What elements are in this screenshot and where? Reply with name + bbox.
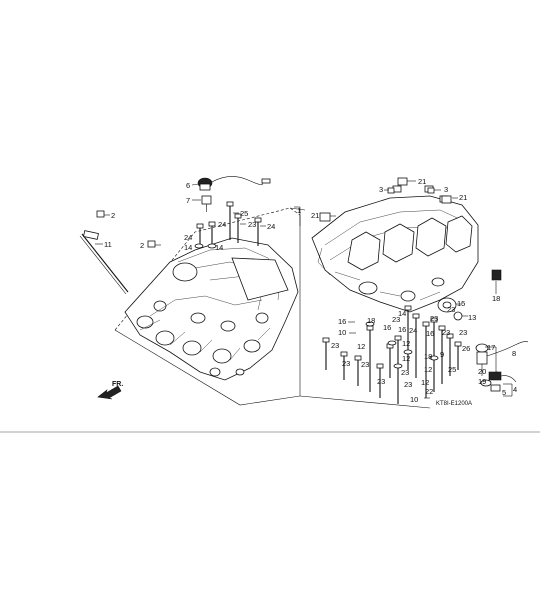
callout-layer: 6 7 2 2 11 25 24 23 24 24 14 14 1 21 21 … <box>104 177 517 404</box>
callout-11: 11 <box>104 240 112 249</box>
crankcase-bolt-field <box>322 305 462 404</box>
callout-16: 16 <box>383 323 391 332</box>
neutral-switch-assembly <box>475 341 529 392</box>
callout-23: 23 <box>361 360 369 369</box>
diagram-code: KT8I-E1200A <box>436 401 472 407</box>
callout-16: 16 <box>398 325 406 334</box>
front-direction-label: FR. <box>112 381 123 388</box>
oil-pressure-switch <box>197 176 271 212</box>
callout-12: 12 <box>421 378 429 387</box>
leader-lines <box>95 180 513 399</box>
dowel-pins <box>96 210 156 248</box>
callout-3: 3 <box>444 185 448 194</box>
callout-25: 25 <box>240 209 248 218</box>
callout-1: 1 <box>297 206 301 215</box>
callout-10: 10 <box>338 328 346 337</box>
callout-24: 24 <box>218 220 226 229</box>
callout-12: 12 <box>402 354 410 363</box>
callout-8: 8 <box>512 349 516 358</box>
callout-13: 13 <box>468 313 476 322</box>
right-side-fittings <box>437 269 502 321</box>
callout-12: 12 <box>402 339 410 348</box>
upper-crankcase-half <box>311 185 479 313</box>
callout-7: 7 <box>186 196 190 205</box>
callout-9: 9 <box>440 350 444 359</box>
callout-21: 21 <box>311 211 319 220</box>
callout-12: 12 <box>357 342 365 351</box>
callout-23: 23 <box>248 220 256 229</box>
callout-18: 18 <box>367 316 375 325</box>
callout-16: 16 <box>426 329 434 338</box>
callout-23: 23 <box>459 328 467 337</box>
callout-24: 24 <box>184 233 192 242</box>
oil-dipstick <box>79 230 129 295</box>
callout-25: 25 <box>448 365 456 374</box>
lower-crankcase-half <box>124 237 299 381</box>
callout-17: 17 <box>487 343 495 352</box>
callout-10: 10 <box>410 395 418 404</box>
callout-24: 24 <box>409 326 417 335</box>
front-arrow-icon <box>97 385 122 400</box>
front-direction-indicator: FR. <box>97 381 123 400</box>
callout-15: 15 <box>457 299 465 308</box>
callout-20: 20 <box>478 367 486 376</box>
callout-18: 18 <box>424 352 432 361</box>
callout-12: 12 <box>424 365 432 374</box>
callout-23: 23 <box>331 341 339 350</box>
callout-23: 23 <box>392 315 400 324</box>
callout-23: 23 <box>342 359 350 368</box>
callout-23: 23 <box>442 328 450 337</box>
callout-23: 23 <box>401 368 409 377</box>
callout-23: 23 <box>447 305 455 314</box>
callout-14: 14 <box>184 243 192 252</box>
callout-14: 14 <box>215 243 223 252</box>
callout-26: 26 <box>462 344 470 353</box>
callout-6: 6 <box>186 181 190 190</box>
callout-23: 23 <box>377 377 385 386</box>
callout-16: 16 <box>338 317 346 326</box>
callout-21: 21 <box>418 177 426 186</box>
upper-case-fittings <box>319 177 452 222</box>
callout-21: 21 <box>459 193 467 202</box>
callout-14: 14 <box>398 309 406 318</box>
callout-2: 2 <box>111 211 115 220</box>
assembly-outline <box>114 207 431 409</box>
callout-23: 23 <box>430 314 438 323</box>
callout-19: 19 <box>478 377 486 386</box>
callout-22: 22 <box>425 387 433 396</box>
callout-18: 18 <box>492 294 500 303</box>
lower-case-bolts <box>194 201 262 249</box>
callout-24: 24 <box>267 222 275 231</box>
callout-2: 2 <box>140 241 144 250</box>
callout-5: 5 <box>502 388 506 397</box>
callout-23: 23 <box>404 380 412 389</box>
callout-3: 3 <box>379 185 383 194</box>
callout-4: 4 <box>513 385 517 394</box>
